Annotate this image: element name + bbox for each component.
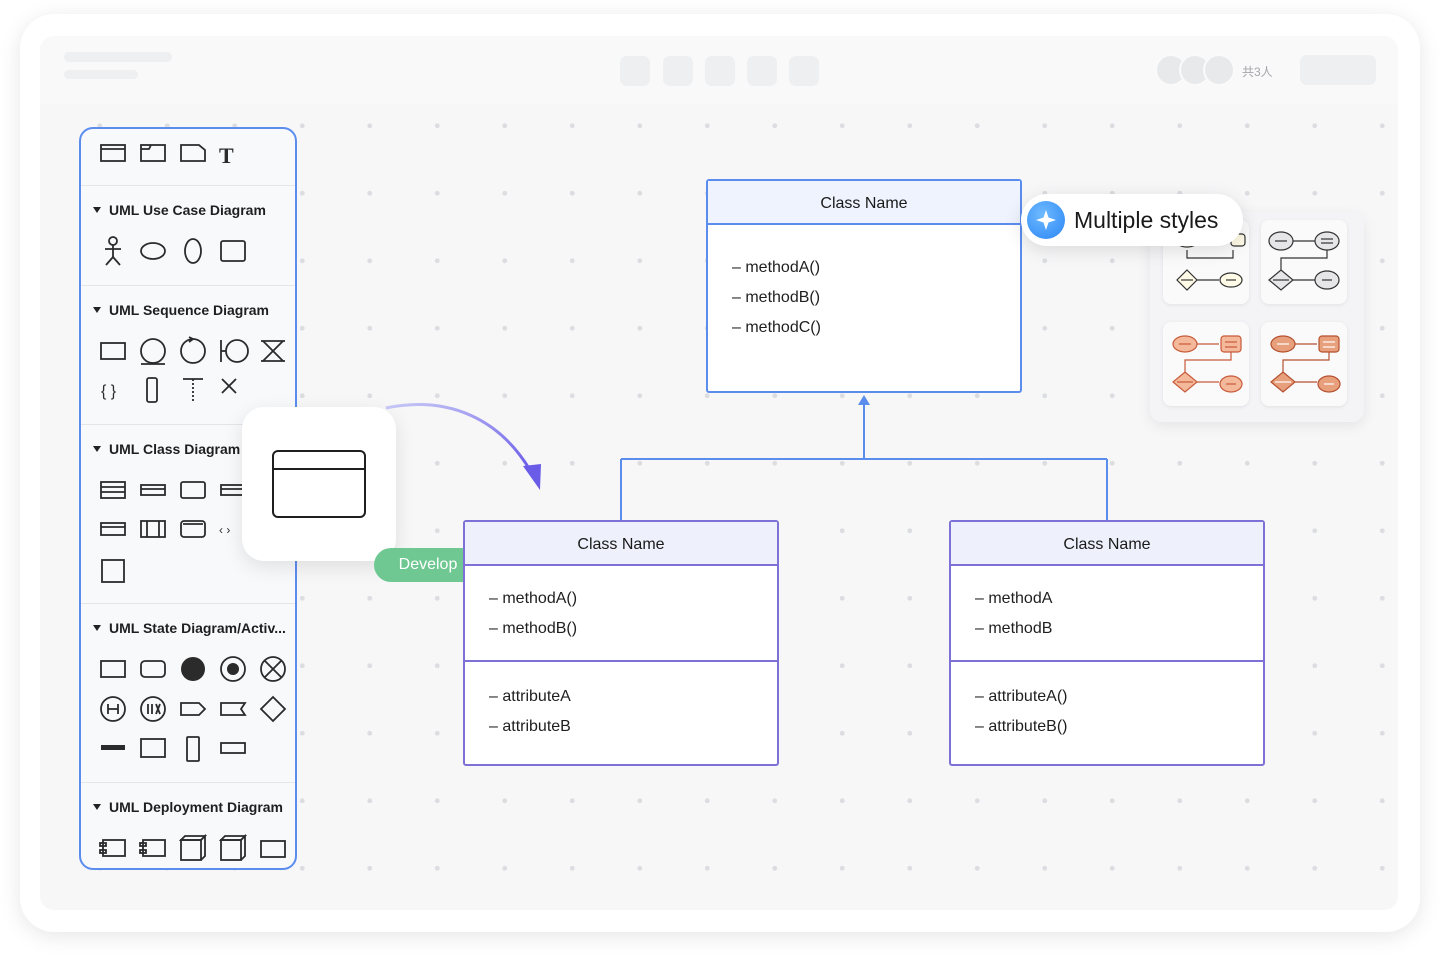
avatar[interactable] — [1203, 54, 1235, 86]
class-attribute[interactable]: – attributeA — [489, 688, 571, 705]
doc-title-placeholder — [64, 52, 172, 62]
toolbar-button-3[interactable] — [705, 56, 735, 86]
class-shapes[interactable]: ‹ › — [97, 475, 297, 585]
class-box-top[interactable]: Class Name – methodA() – methodB() – met… — [706, 179, 1022, 393]
dragged-class-shape[interactable] — [242, 407, 396, 561]
doc-subtitle-placeholder — [64, 70, 138, 79]
toolbar-button-1[interactable] — [620, 56, 650, 86]
class-method[interactable]: – methodB — [975, 620, 1053, 637]
class-method[interactable]: – methodC() — [732, 319, 821, 336]
class-methods[interactable]: – methodA() – methodB() – methodC() — [708, 225, 1020, 391]
class-attributes[interactable]: – attributeA – attributeB — [465, 662, 777, 762]
class-methods[interactable]: – methodA() – methodB() — [465, 566, 777, 662]
sequence-shapes[interactable]: { } — [97, 334, 297, 404]
multiple-styles-badge: Multiple styles — [1021, 194, 1243, 246]
share-button[interactable] — [1300, 55, 1376, 85]
multiple-styles-label: Multiple styles — [1074, 207, 1219, 233]
sparkle-icon — [1027, 201, 1065, 239]
member-count: 共3人 — [1242, 65, 1273, 79]
class-box-right[interactable]: Class Name – methodA – methodB – attribu… — [949, 520, 1265, 766]
collapse-triangle-icon[interactable] — [93, 446, 101, 452]
use-case-shapes[interactable] — [97, 233, 277, 269]
toolbar-button-2[interactable] — [663, 56, 693, 86]
style-preset-grey[interactable] — [1261, 220, 1347, 304]
section-title-sequence[interactable]: UML Sequence Diagram — [93, 302, 269, 318]
style-presets-panel — [1150, 212, 1364, 422]
toolbar-button-5[interactable] — [789, 56, 819, 86]
section-title-use-case[interactable]: UML Use Case Diagram — [93, 202, 266, 218]
class-attribute[interactable]: – attributeB — [489, 718, 571, 735]
class-method[interactable]: – methodB() — [732, 289, 821, 306]
class-attribute[interactable]: – attributeA() — [975, 688, 1068, 705]
general-shapes-row[interactable]: T — [97, 141, 257, 167]
class-name[interactable]: Class Name — [708, 181, 1020, 225]
class-name[interactable]: Class Name — [465, 522, 777, 566]
class-name[interactable]: Class Name — [951, 522, 1263, 566]
collapse-triangle-icon[interactable] — [93, 207, 101, 213]
section-title-deployment[interactable]: UML Deployment Diagram — [93, 799, 283, 815]
class-attribute[interactable]: – attributeB() — [975, 718, 1068, 735]
collapse-triangle-icon[interactable] — [93, 307, 101, 313]
class-attributes[interactable]: – attributeA() – attributeB() — [951, 662, 1263, 762]
svg-text:T: T — [219, 143, 234, 167]
class-methods[interactable]: – methodA – methodB — [951, 566, 1263, 662]
class-method[interactable]: – methodB() — [489, 620, 578, 637]
toolbar-button-4[interactable] — [747, 56, 777, 86]
svg-text:‹ ›: ‹ › — [219, 523, 230, 537]
collapse-triangle-icon[interactable] — [93, 625, 101, 631]
section-title-state[interactable]: UML State Diagram/Activ... — [93, 620, 286, 636]
deployment-shapes[interactable] — [97, 833, 297, 865]
section-title-class[interactable]: UML Class Diagram — [93, 441, 240, 457]
style-preset-orange[interactable] — [1163, 322, 1249, 406]
class-method[interactable]: – methodA() — [732, 259, 821, 276]
collapse-triangle-icon[interactable] — [93, 804, 101, 810]
class-method[interactable]: – methodA() — [489, 590, 578, 607]
state-shapes[interactable] — [97, 653, 297, 763]
class-box-left[interactable]: Class Name – methodA() – methodB() – att… — [463, 520, 779, 766]
style-preset-orange-bold[interactable] — [1261, 322, 1347, 406]
class-method[interactable]: – methodA — [975, 590, 1053, 607]
svg-text:{ }: { } — [101, 383, 117, 400]
class-shape-icon — [272, 450, 366, 518]
